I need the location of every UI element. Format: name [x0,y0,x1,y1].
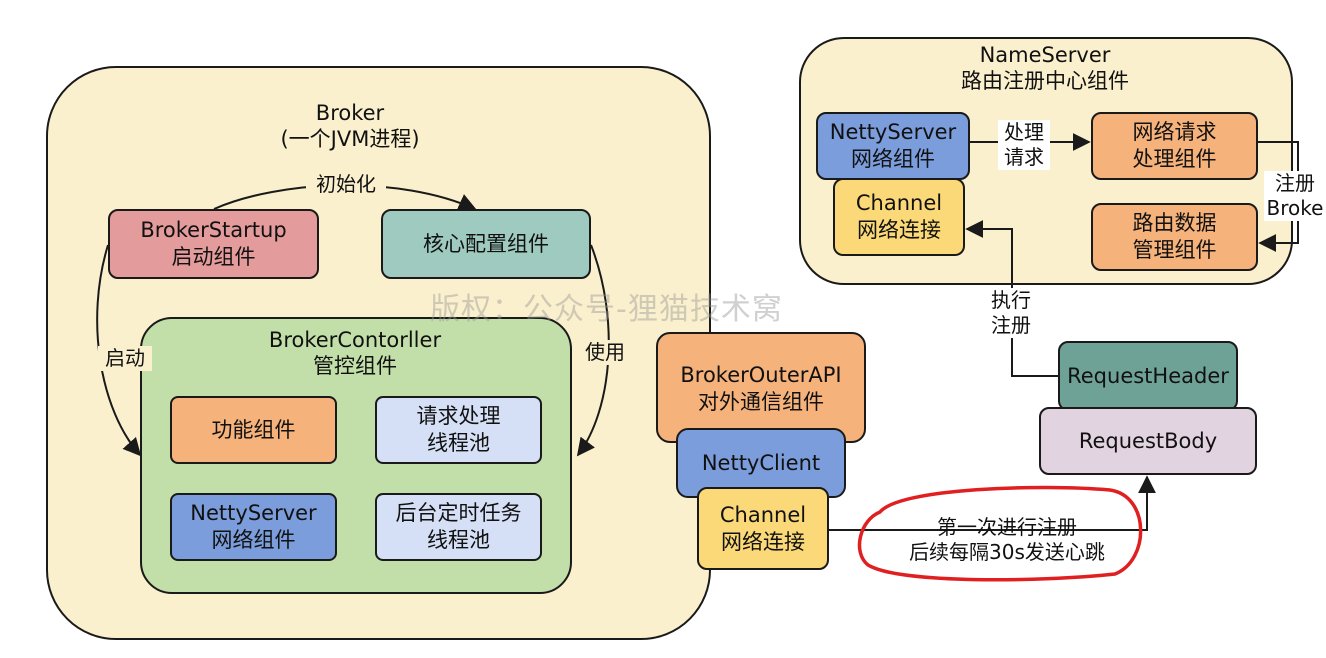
heartbeat-arrow [829,475,1156,531]
broker-outer-api-box: BrokerOuterAPI 对外通信组件 [656,332,866,443]
register-broker-label: 注册 Broke [1264,171,1326,221]
broker-title: Broker (一个JVM进程) [280,101,420,151]
request-body-box: RequestBody [1039,407,1257,475]
process-request-label: 处理 请求 [998,120,1050,170]
ns-request-handler-box: 网络请求 处理组件 [1091,112,1258,180]
request-thread-pool-box: 请求处理 线程池 [375,396,542,464]
request-header-box: RequestHeader [1058,341,1238,411]
start-label: 启动 [98,346,152,371]
heartbeat-label: 第一次进行注册 后续每隔30s发送心跳 [909,515,1105,564]
netty-client-box: NettyClient [676,428,846,498]
highlight-ellipse [857,485,1143,582]
nameserver-title: NameServer 路由注册中心组件 [961,43,1129,93]
ns-route-data-box: 路由数据 管理组件 [1091,203,1258,271]
watermark-text: 版权：公众号-狸猫技术窝 [430,292,783,327]
core-config-box: 核心配置组件 [381,209,591,279]
broker-controller-title: BrokerContorller 管控组件 [268,328,442,378]
init-label: 初始化 [306,172,386,197]
ns-channel-box: Channel 网络连接 [833,178,965,256]
ns-netty-server-box: NettyServer 网络组件 [816,112,970,180]
function-component-box: 功能组件 [170,396,337,464]
timer-thread-pool-box: 后台定时任务 线程池 [375,493,542,561]
use-label: 使用 [578,340,632,365]
exec-register-label: 执行 注册 [984,288,1038,338]
client-channel-box: Channel 网络连接 [697,487,829,570]
broker-startup-box: BrokerStartup 启动组件 [108,209,319,279]
broker-netty-server-box: NettyServer 网络组件 [170,493,337,561]
